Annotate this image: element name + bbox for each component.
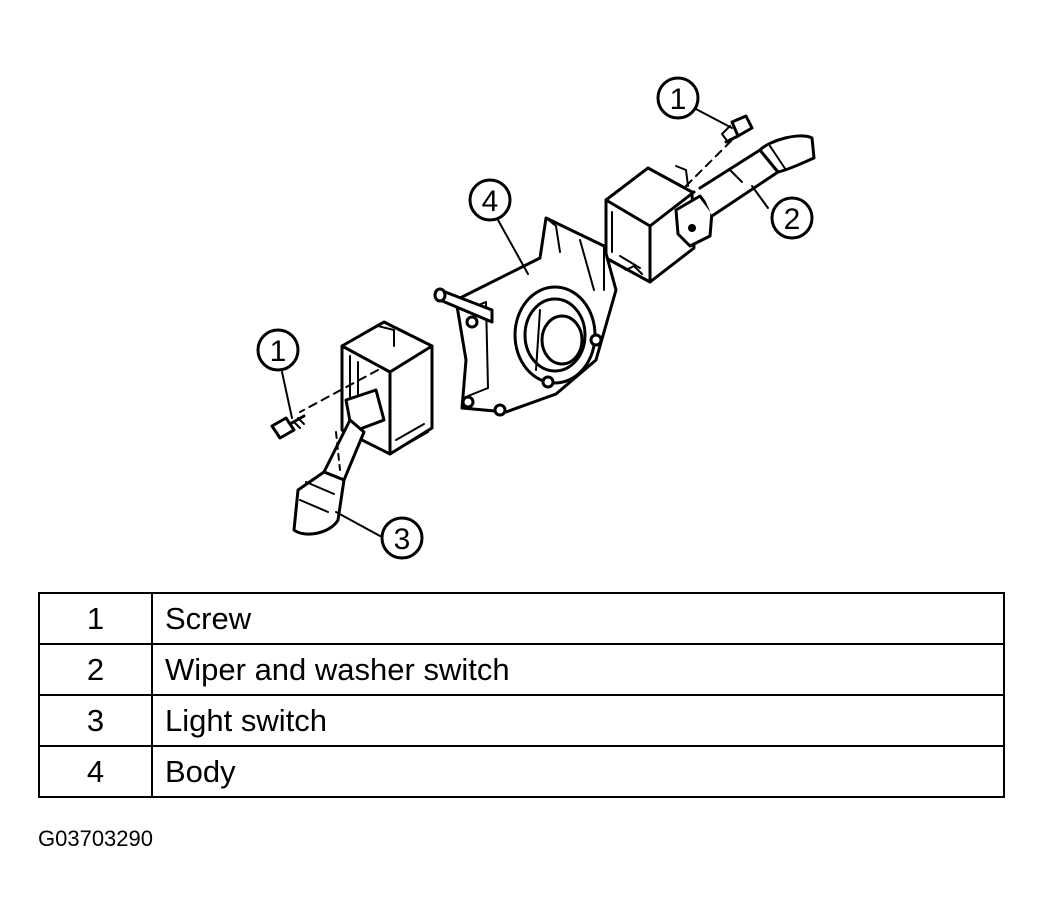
table-row: 1 Screw bbox=[38, 592, 1005, 645]
figure-id: G03703290 bbox=[38, 826, 153, 851]
legend-number: 2 bbox=[38, 643, 153, 696]
leader-lines bbox=[281, 107, 769, 537]
callout-1-lower: 1 bbox=[256, 328, 300, 372]
body-drawing bbox=[433, 216, 618, 417]
callout-label: 2 bbox=[784, 203, 801, 236]
callout-3: 3 bbox=[380, 516, 424, 560]
legend-table: 1 Screw 2 Wiper and washer switch 3 Ligh… bbox=[38, 592, 1005, 798]
table-row: 4 Body bbox=[38, 745, 1005, 798]
callout-4: 4 bbox=[468, 178, 512, 222]
light-switch-drawing bbox=[292, 320, 434, 536]
callout-label: 1 bbox=[270, 335, 287, 368]
exploded-diagram: 1 2 4 1 3 bbox=[256, 76, 816, 560]
screw-upper-drawing bbox=[721, 114, 754, 144]
callout-label: 3 bbox=[394, 523, 411, 556]
table-row: 2 Wiper and washer switch bbox=[38, 643, 1005, 696]
legend-number: 4 bbox=[38, 745, 153, 798]
legend-description: Screw bbox=[151, 592, 1005, 645]
table-row: 3 Light switch bbox=[38, 694, 1005, 747]
legend-number: 3 bbox=[38, 694, 153, 747]
legend-description: Light switch bbox=[151, 694, 1005, 747]
callout-label: 4 bbox=[482, 185, 499, 218]
legend-number: 1 bbox=[38, 592, 153, 645]
screw-lower-drawing bbox=[270, 414, 306, 440]
callout-label: 1 bbox=[670, 83, 687, 116]
legend-description: Wiper and washer switch bbox=[151, 643, 1005, 696]
callout-2: 2 bbox=[770, 196, 814, 240]
callout-1-upper: 1 bbox=[656, 76, 700, 120]
wiper-washer-switch-drawing bbox=[604, 134, 816, 284]
legend-description: Body bbox=[151, 745, 1005, 798]
